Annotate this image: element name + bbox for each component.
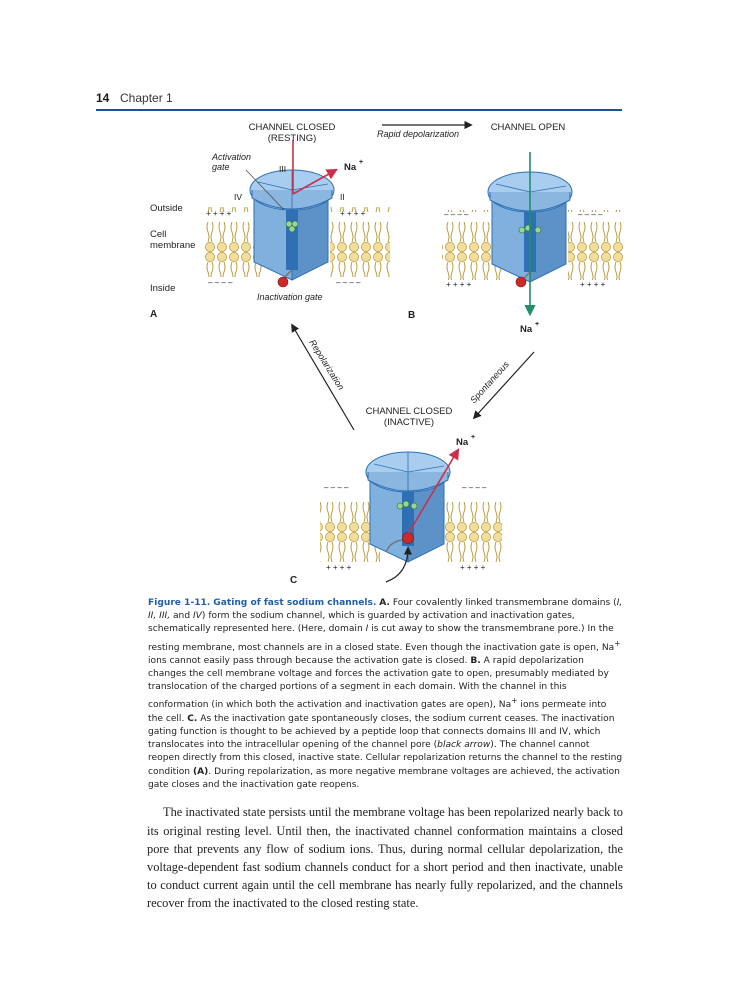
caption-figure-label: Figure 1-11. — [148, 598, 210, 608]
arrow-spontaneous-label: Spontaneous — [468, 359, 511, 405]
caption-a: A. — [379, 598, 390, 608]
caption-ref-a: (A) — [193, 767, 208, 777]
charge-inside-b-left: + + + + — [446, 280, 472, 289]
state-a-subtitle: (RESTING) — [268, 133, 317, 144]
outside-label: Outside — [150, 203, 183, 214]
charge-outside-c-left: – – – – — [324, 483, 349, 492]
charge-inside-c-left: + + + + — [326, 563, 352, 572]
inactivation-gate-ball-c — [403, 533, 414, 544]
caption-italic: IV — [193, 611, 202, 621]
charge-outside-a-right: + + + + — [340, 209, 366, 218]
cell-membrane-label-2: membrane — [150, 240, 195, 251]
state-b-title: CHANNEL OPEN — [491, 122, 566, 133]
body-paragraph: The inactivated state persists until the… — [147, 803, 623, 912]
caption-c: C. — [187, 714, 197, 724]
charge-outside-a-left: + + + + — [206, 209, 232, 218]
na-charge-a: + — [359, 159, 363, 166]
state-c-subtitle: (INACTIVE) — [384, 417, 434, 428]
charge-inside-a-right: – – – – — [336, 278, 361, 287]
na-label-b: Na — [520, 324, 533, 335]
arrow-rapid-depolarization-label: Rapid depolarization — [377, 129, 459, 139]
page-header: 14 Chapter 1 — [96, 90, 622, 110]
state-a-title: CHANNEL CLOSED — [249, 122, 336, 133]
caption-italic: black arrow — [437, 740, 490, 750]
inside-label: Inside — [150, 283, 175, 294]
domain-iv-label: IV — [234, 192, 242, 202]
panel-c-label: C — [290, 575, 297, 586]
figure-diagram: CHANNEL CLOSED (RESTING) Activation gate… — [96, 112, 636, 592]
panel-b-label: B — [408, 310, 415, 321]
header-rule — [96, 109, 622, 111]
charge-inside-a-left: – – – – — [208, 278, 233, 287]
caption-text: Four covalently linked transmembrane dom… — [390, 598, 617, 608]
caption-text: and — [170, 611, 193, 621]
na-charge-c: + — [471, 434, 475, 441]
inactivation-gate-ball-b — [516, 277, 526, 287]
charge-inside-b-right: + + + + — [580, 280, 606, 289]
activation-gate-label-2: gate — [212, 162, 230, 172]
page-number: 14 — [96, 91, 109, 105]
panel-a-label: A — [150, 309, 157, 320]
membrane-right-b — [568, 210, 624, 280]
figure-sodium-channel-gating: CHANNEL CLOSED (RESTING) Activation gate… — [96, 112, 636, 592]
caption-text: . During repolarization, as more negativ… — [148, 767, 620, 790]
activation-gate-label: Activation — [211, 152, 251, 162]
state-c-title: CHANNEL CLOSED — [366, 406, 453, 417]
na-label-c: Na — [456, 437, 469, 448]
cell-membrane-label: Cell — [150, 229, 166, 240]
figure-caption: Figure 1-11. Gating of fast sodium chann… — [148, 597, 624, 792]
inactivation-gate-ball-a — [278, 277, 288, 287]
caption-title: Gating of fast sodium channels. — [213, 598, 376, 608]
arrow-repolarization — [292, 325, 354, 430]
charge-outside-b-left: – – – – — [444, 210, 469, 219]
caption-text: ions cannot easily pass through because … — [148, 656, 470, 666]
domain-iii-label: III — [279, 164, 286, 174]
membrane-right-c — [444, 492, 502, 562]
panel-b-open-channel — [442, 152, 624, 314]
charge-inside-c-right: + + + + — [460, 563, 486, 572]
domain-ii-label: II — [340, 192, 345, 202]
caption-sup: + — [614, 639, 620, 648]
charge-outside-b-right: – – – – — [578, 210, 603, 219]
caption-b: B. — [470, 656, 480, 666]
chapter-label: Chapter 1 — [120, 91, 173, 105]
na-label-a: Na — [344, 162, 357, 173]
na-charge-b: + — [535, 321, 539, 328]
inactivation-gate-label: Inactivation gate — [257, 292, 323, 302]
charge-outside-c-right: – – – – — [462, 483, 487, 492]
